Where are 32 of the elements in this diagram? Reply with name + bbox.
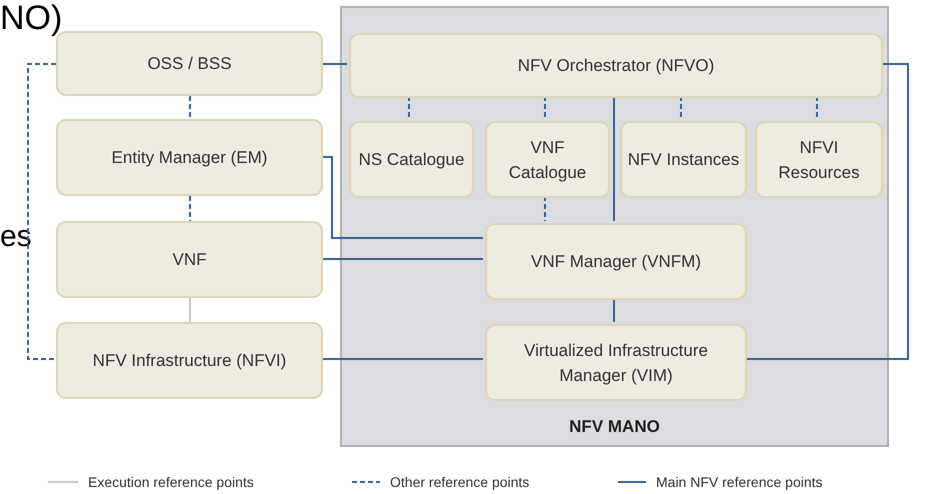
connector-line <box>189 298 191 322</box>
component-box: NS Catalogue <box>349 121 474 198</box>
mano-panel <box>340 6 889 447</box>
connector-line <box>680 96 682 119</box>
component-box: VNF Catalogue <box>485 121 610 198</box>
connector-line <box>323 156 483 239</box>
connector-line <box>745 63 909 360</box>
component-box: VNF Manager (VNFM) <box>485 223 747 300</box>
connector-line <box>408 96 410 119</box>
legend-text: Other reference points <box>390 473 530 491</box>
component-box: NFV Orchestrator (NFVO) <box>349 33 883 98</box>
component-box: VNF <box>56 221 323 298</box>
connector-line <box>189 196 191 221</box>
connector-line <box>323 258 483 260</box>
component-box: OSS / BSS <box>56 31 323 96</box>
connector-line <box>613 96 615 221</box>
connector-line <box>189 96 191 119</box>
connector-line <box>613 298 615 322</box>
component-box: Virtualized Infrastructure Manager (VIM) <box>485 324 747 401</box>
connector-line <box>323 358 483 360</box>
connector-line <box>544 196 546 221</box>
connector-line <box>816 96 818 119</box>
panel-title: NFV MANO <box>568 416 661 438</box>
component-box: Entity Manager (EM) <box>56 119 323 196</box>
component-box: NFV Instances <box>620 121 747 198</box>
legend-text: Execution reference points <box>88 473 254 491</box>
connector-line <box>27 63 56 360</box>
component-box: NFV Infrastructure (NFVI) <box>56 322 323 399</box>
connector-line <box>544 96 546 119</box>
component-box: NFVI Resources <box>755 121 883 198</box>
legend-text: Main NFV reference points <box>656 473 823 491</box>
connector-line <box>323 63 347 65</box>
